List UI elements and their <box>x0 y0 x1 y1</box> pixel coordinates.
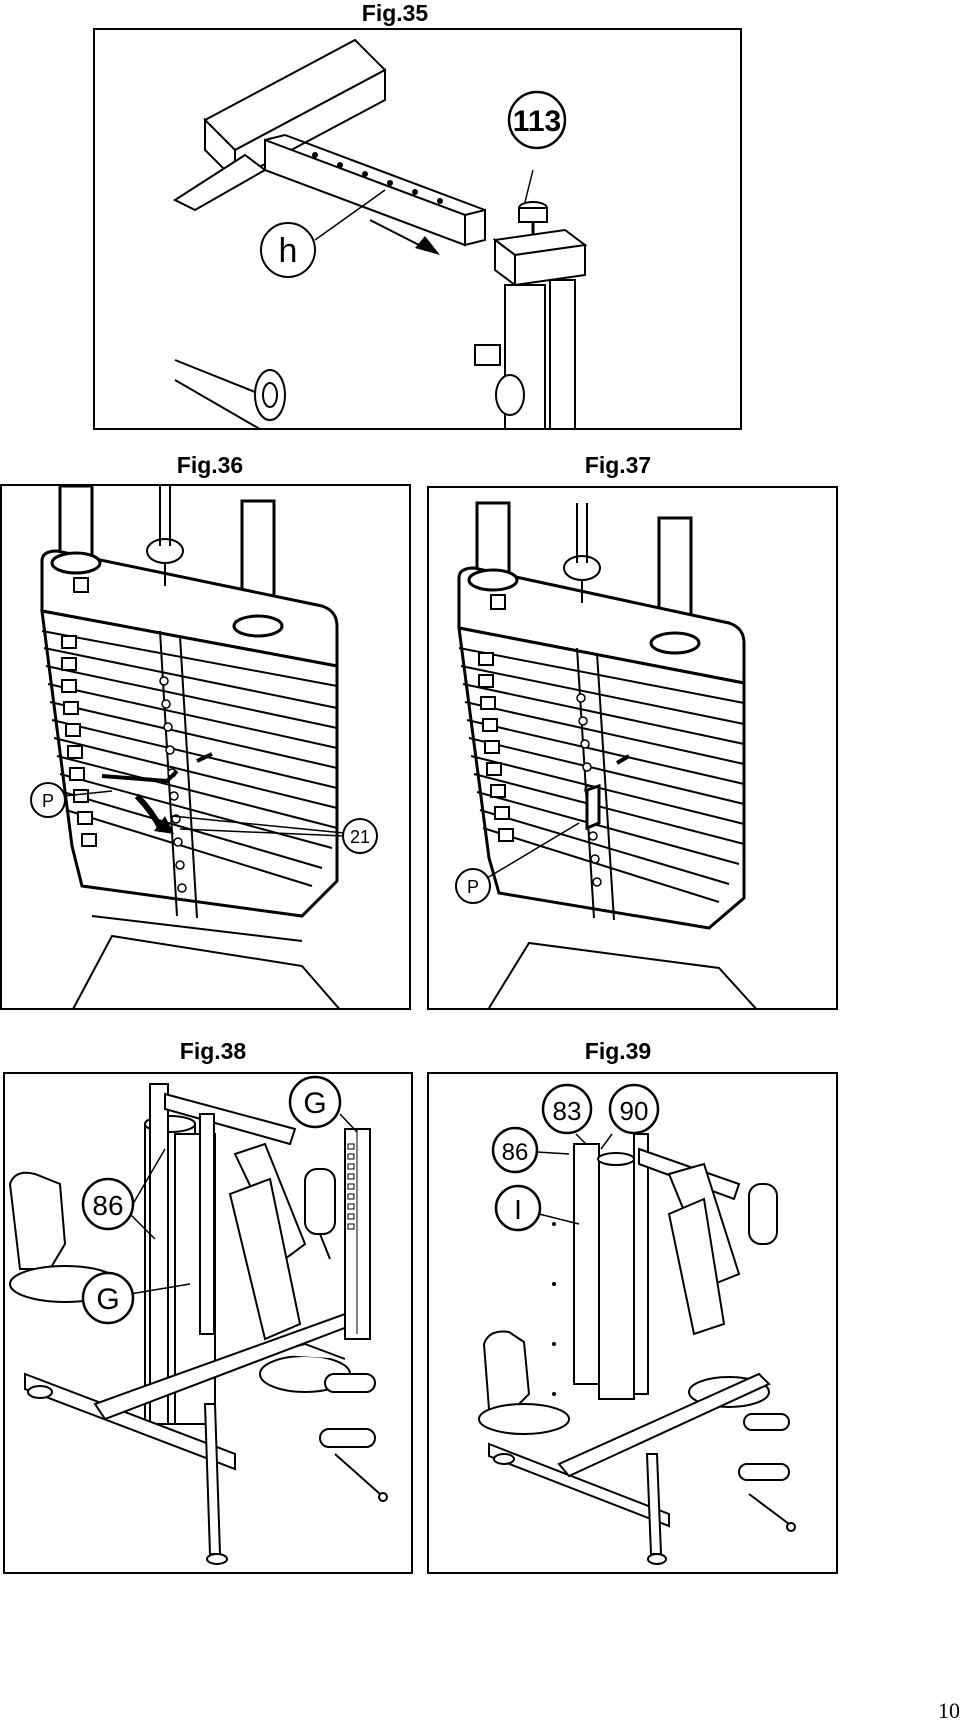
fig38-title: Fig.38 <box>179 1038 247 1064</box>
fig36-frame: P 21 <box>0 484 411 1010</box>
callout-p-fig37: P <box>467 877 479 897</box>
fig37-drawing: P <box>455 501 757 1008</box>
fig36-drawing: P 21 <box>30 486 378 1008</box>
fig39-frame: 83 90 86 I <box>427 1072 838 1574</box>
callout-p-fig36: P <box>42 791 54 811</box>
callout-86-fig38: 86 <box>92 1190 123 1221</box>
callout-86-fig39: 86 <box>502 1139 529 1166</box>
callout-21: 21 <box>350 827 370 847</box>
fig39-title: Fig.39 <box>584 1038 652 1064</box>
callout-h: h <box>279 232 298 270</box>
fig35-drawing: h 113 <box>172 38 588 428</box>
callout-83: 83 <box>553 1096 582 1126</box>
callout-g-bottom: G <box>96 1283 119 1316</box>
callout-g-top: G <box>303 1087 326 1120</box>
fig36-title: Fig.36 <box>176 452 244 478</box>
fig35-frame: h 113 <box>93 28 742 430</box>
callout-i: I <box>514 1194 522 1225</box>
page-number: 10 <box>938 1698 960 1723</box>
callout-90: 90 <box>620 1096 649 1126</box>
callout-113: 113 <box>513 105 561 138</box>
fig38-frame: G 86 G <box>3 1072 413 1574</box>
fig38-drawing: G 86 G <box>8 1075 388 1565</box>
fig39-drawing: 83 90 86 I <box>478 1083 796 1565</box>
fig35-title: Fig.35 <box>361 0 429 26</box>
fig37-title: Fig.37 <box>584 452 652 478</box>
fig37-frame: P <box>427 486 838 1010</box>
